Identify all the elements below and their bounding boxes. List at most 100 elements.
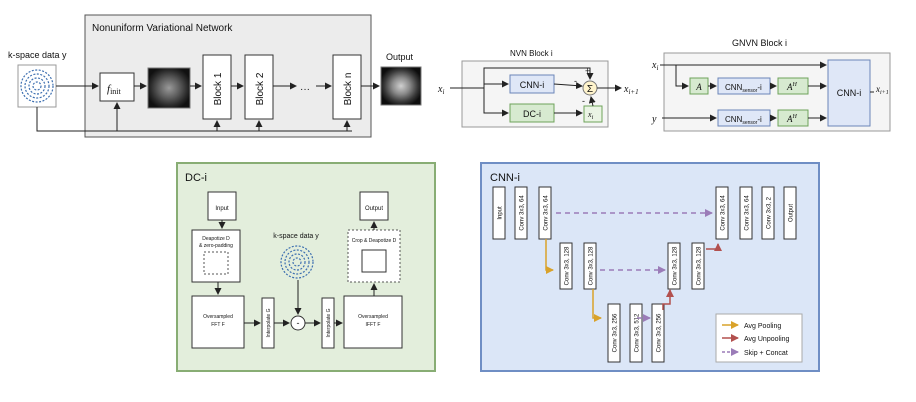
dc-output-box	[359, 191, 389, 221]
crop-label: Crop & Deapotize D	[352, 238, 397, 244]
gnvn-block-diagram: GNVN Block i xi y A CNNsensor-i AH CNNse…	[651, 38, 891, 132]
zero-padding-frame	[203, 251, 229, 275]
block-1	[202, 54, 232, 120]
ellipsis: ···	[300, 84, 310, 95]
ifft-line1: Oversampled	[358, 314, 388, 320]
fft-line2: FFT F	[211, 322, 225, 328]
cnn-layer-6-label: Conv 3x3, 512	[635, 313, 641, 352]
legend-skip: Skip + Concat	[744, 350, 788, 357]
dc-arrows	[214, 220, 378, 327]
sign-plus: +	[585, 66, 590, 76]
ah-label-1: AH	[786, 82, 798, 92]
cnn-layer-5-label: Conv 3x3, 256	[613, 313, 619, 352]
sign-minus-cnn: -	[574, 76, 577, 86]
cnn-layer-0-label: Input	[498, 206, 504, 220]
cnn-layer-3-label: Conv 3x3, 128	[565, 246, 571, 285]
cnn-sensor-label-1: CNNsensor-i	[725, 83, 762, 94]
cnn-panel: CNN-i Input Conv 3x3, 64 Conv 3x3, 64 Conv …	[480, 162, 820, 372]
cnn-layer-1-box	[514, 186, 528, 240]
cnn-legend	[715, 313, 803, 363]
finit-label: finit	[107, 83, 122, 96]
cnn-layer-13-label: Output	[789, 204, 795, 222]
cnn-layer-0-box	[492, 186, 506, 240]
nvn-block-diagram: NVN Block i xi CNN-i DC-i Σ xi + - - xi+…	[437, 49, 639, 128]
cnn-title: CNN-i	[490, 172, 520, 184]
cnn-layer-9-box	[691, 242, 705, 290]
cnn-layer-4-box	[583, 242, 597, 290]
cnn-layer-8-box	[667, 242, 681, 290]
cnn-layer-2-box	[538, 186, 552, 240]
cnn-layer-12-box	[761, 186, 775, 240]
nvn-title: Nonuniform Variational Network	[92, 23, 233, 34]
minus-symbol: -	[297, 318, 300, 328]
cnn-layer-13-box	[783, 186, 797, 240]
block-n	[332, 54, 362, 120]
cnn-layer-9-label: Conv 3x3, 128	[697, 246, 703, 285]
nvn-xi: xi	[437, 84, 444, 96]
dc-spiral-icon	[280, 245, 314, 279]
nvn-arrows	[36, 82, 380, 132]
ah-label-2: AH	[786, 114, 798, 124]
cnn-layer-2-label: Conv 3x3, 64	[544, 195, 550, 231]
block-1-label: Block 1	[213, 72, 224, 105]
sum-symbol: Σ	[587, 84, 593, 95]
block-n-label: Block n	[343, 73, 354, 106]
fft-line1: Oversampled	[203, 314, 233, 320]
block-2-label: Block 2	[255, 72, 266, 105]
nvn-block-title: NVN Block i	[510, 49, 553, 58]
kspace-spiral-box	[17, 64, 57, 108]
dc-panel: DC-i Input Deapotize D & zero-padding Ov…	[176, 162, 436, 372]
dc-title: DC-i	[185, 172, 207, 184]
nvn-block-arrows	[450, 67, 622, 117]
cnn-layer-10-label: Conv 3x3, 64	[721, 195, 727, 231]
oversampled-fft-box	[191, 295, 245, 349]
sign-minus-dc: -	[582, 96, 585, 106]
dc-input-box	[207, 191, 237, 221]
finit-box	[99, 72, 135, 102]
cnn-layer-10-box	[715, 186, 729, 240]
cnn-layer-11-label: Conv 3x3, 64	[745, 195, 751, 231]
gnvn-block-title: GNVN Block i	[732, 38, 787, 48]
gnvn-arrows	[660, 61, 874, 122]
legend-pool: Avg Pooling	[744, 323, 781, 330]
cnn-sensor-label-2: CNNsensor-i	[725, 115, 762, 126]
gnvn-xnext: xi+1	[875, 84, 889, 96]
a-label: A	[695, 82, 702, 92]
lambda-label: xi	[587, 110, 594, 121]
ifft-line2: IFFT F	[366, 322, 381, 328]
nvn-xnext: xi+1	[623, 84, 639, 96]
output-image	[380, 66, 422, 106]
cnn-layer-5-box	[607, 303, 621, 363]
initial-image	[147, 67, 191, 109]
nvn-cnn-label: CNN-i	[520, 80, 545, 90]
interpolate-g-label: Interpolate G	[266, 308, 272, 337]
oversampled-ifft-box	[343, 295, 403, 349]
cnn-layer-4-label: Conv 3x3, 128	[589, 246, 595, 285]
cnn-layer-7-box	[651, 303, 665, 363]
cnn-layer-1-label: Conv 3x3, 64	[520, 195, 526, 231]
output-label: Output	[386, 52, 414, 62]
cnn-layer-12-label: Conv 3x3, 2	[767, 196, 773, 229]
cnn-layer-8-label: Conv 3x3, 128	[673, 246, 679, 285]
dc-output-label: Output	[365, 206, 383, 212]
deapotize-box	[191, 229, 241, 283]
cnn-connections	[545, 209, 722, 322]
legend-unpool: Avg Unpooling	[744, 336, 790, 343]
dc-input-label: Input	[215, 206, 229, 212]
nvn-dc-label: DC-i	[523, 109, 541, 119]
gnvn-cnn-box	[827, 59, 871, 127]
gnvn-cnn-label: CNN-i	[837, 88, 862, 98]
gnvn-xi: xi	[651, 60, 658, 72]
spiral-icon	[20, 69, 54, 103]
crop-inner	[361, 249, 387, 273]
block-2	[244, 54, 274, 120]
cnn-layer-11-box	[739, 186, 753, 240]
dc-kspace-label: k-space data y	[273, 233, 319, 240]
cnn-layer-7-label: Conv 3x3, 256	[657, 313, 663, 352]
deapotize-line2: & zero-padding	[199, 243, 233, 249]
cnn-layer-stack: Input Conv 3x3, 64 Conv 3x3, 64 Conv 3x3, 1…	[492, 186, 797, 363]
cnn-layer-3-box	[559, 242, 573, 290]
kspace-label: k-space data y	[8, 50, 67, 60]
interpolate-gh-label: Interpolate G	[326, 308, 332, 337]
